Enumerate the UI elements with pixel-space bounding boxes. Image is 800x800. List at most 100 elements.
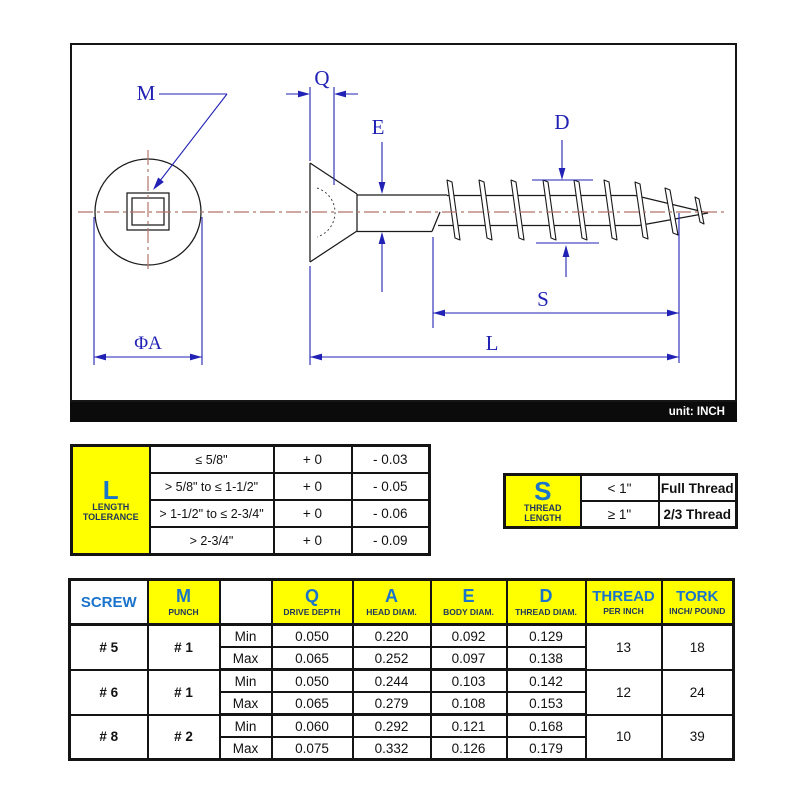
value-cell: 0.065: [270, 691, 354, 716]
table-row: # 8 # 2 Min 0.060 0.292 0.121 0.168 10 3…: [68, 713, 735, 761]
screw-side-view: [309, 162, 709, 263]
header-row: SCREW M PUNCH Q DRIVE DEPTH A HEAD DIAM.…: [68, 578, 735, 626]
value-cell: 0.092: [429, 623, 508, 648]
dim-label-m: M: [137, 81, 156, 105]
length-range: > 2-3/4": [148, 526, 275, 556]
punch-size: # 1: [146, 623, 221, 671]
q-arrow-left: [298, 90, 310, 98]
value-cell: 0.050: [270, 668, 354, 693]
thread-per-inch: 10: [584, 713, 663, 761]
tolerance-minus: - 0.09: [350, 526, 431, 556]
dim-label-l: L: [486, 331, 499, 355]
thread-crest: [478, 179, 493, 241]
screw-size: # 5: [68, 623, 149, 671]
header-label: D: [539, 586, 553, 606]
table-row: Max 0.075 0.332 0.126 0.179: [70, 736, 734, 761]
table-row: Max 0.065 0.252 0.097 0.138: [70, 646, 734, 671]
tork-value: 18: [660, 623, 735, 671]
header-sublabel: THREAD DIAM.: [515, 607, 577, 617]
length-range: > 1-1/2" to ≤ 2-3/4": [148, 499, 275, 528]
screw-technical-drawing: M ΦA Q E D: [78, 66, 724, 365]
phia-arrow-right: [190, 353, 202, 361]
col-header-minmax: [218, 578, 273, 626]
drawing-panel: M ΦA Q E D: [70, 43, 737, 402]
value-cell: 0.129: [505, 623, 587, 648]
tolerance-minus: - 0.05: [350, 472, 431, 501]
e-arrow-down: [378, 182, 386, 194]
s-arrow-right: [667, 309, 679, 317]
length-range: ≤ 5/8": [148, 444, 275, 474]
value-cell: 0.153: [505, 691, 587, 716]
dim-label-e: E: [372, 115, 385, 139]
header-label: E: [462, 586, 475, 606]
thread-range: < 1": [579, 473, 660, 502]
thread-crest: [542, 179, 557, 241]
thread-crest: [446, 179, 461, 241]
d-arrow-down: [558, 168, 566, 180]
value-cell: 0.279: [351, 691, 432, 716]
s-arrow-left: [433, 309, 445, 317]
m-leader-diagonal: [155, 93, 228, 187]
table-row: > 5/8" to ≤ 1-1/2" + 0 - 0.05: [72, 472, 431, 501]
value-cell: 0.292: [351, 713, 432, 738]
length-range: > 5/8" to ≤ 1-1/2": [148, 472, 275, 501]
value-cell: 0.252: [351, 646, 432, 671]
col-header-tork: TORK INCH/ POUND: [660, 578, 735, 626]
col-header-thread: THREAD PER INCH: [584, 578, 663, 626]
l-arrow-right: [667, 353, 679, 361]
l-key-cell: L LENGTH TOLERANCE: [70, 444, 151, 556]
header-sublabel: PER INCH: [603, 606, 644, 616]
table-row: S THREAD LENGTH < 1" Full Thread: [503, 473, 738, 529]
thread-range: ≥ 1": [579, 500, 660, 529]
value-cell: 0.220: [351, 623, 432, 648]
table-row: # 5 # 1 Min 0.050 0.220 0.092 0.129 13 1…: [68, 623, 735, 671]
value-cell: 0.121: [429, 713, 508, 738]
col-header-e: E BODY DIAM.: [429, 578, 508, 626]
value-cell: 0.075: [270, 736, 354, 761]
unit-bar: unit: INCH: [70, 402, 737, 422]
l-arrow-left: [310, 353, 322, 361]
l-key-letter: L: [102, 475, 119, 505]
col-header-screw: SCREW: [68, 578, 149, 626]
centerlines: [78, 150, 724, 273]
min-label: Min: [218, 713, 273, 738]
length-tolerance-table: L LENGTH TOLERANCE ≤ 5/8" + 0 - 0.03 > 5…: [70, 444, 431, 556]
l-key-sub1: LENGTH: [92, 502, 130, 512]
tork-value: 24: [660, 668, 735, 716]
table-row: > 1-1/2" to ≤ 2-3/4" + 0 - 0.06: [72, 499, 431, 528]
phia-arrow-left: [94, 353, 106, 361]
thread-lead-in: [431, 211, 441, 232]
dim-label-s: S: [537, 287, 549, 311]
header-sublabel: PUNCH: [168, 607, 199, 617]
value-cell: 0.126: [429, 736, 508, 761]
thread-crest-tip: [694, 196, 705, 225]
value-cell: 0.179: [505, 736, 587, 761]
value-cell: 0.332: [351, 736, 432, 761]
thread-per-inch: 12: [584, 668, 663, 716]
header-sublabel: HEAD DIAM.: [366, 607, 417, 617]
min-label: Min: [218, 623, 273, 648]
m-arrowhead: [153, 177, 164, 190]
dim-label-phia: ΦA: [134, 333, 162, 354]
header-sublabel: DRIVE DEPTH: [283, 607, 341, 617]
tolerance-plus: + 0: [272, 444, 353, 474]
value-cell: 0.142: [505, 668, 587, 693]
header-label: SCREW: [80, 593, 137, 611]
value-cell: 0.097: [429, 646, 508, 671]
value-cell: 0.108: [429, 691, 508, 716]
thread-crest: [573, 179, 588, 241]
table-row: > 2-3/4" + 0 - 0.09: [72, 526, 431, 556]
thread-crest: [510, 179, 525, 241]
max-label: Max: [218, 646, 273, 671]
max-label: Max: [218, 691, 273, 716]
table-row: # 6 # 1 Min 0.050 0.244 0.103 0.142 12 2…: [68, 668, 735, 716]
value-cell: 0.103: [429, 668, 508, 693]
tork-value: 39: [660, 713, 735, 761]
thread-crest: [603, 179, 618, 241]
header-label: Q: [304, 586, 319, 606]
thread-rule: Full Thread: [657, 473, 738, 502]
col-header-a: A HEAD DIAM.: [351, 578, 432, 626]
s-key-sub2: LENGTH: [524, 513, 562, 523]
d-arrow-up: [562, 245, 570, 257]
tolerance-plus: + 0: [272, 526, 353, 556]
